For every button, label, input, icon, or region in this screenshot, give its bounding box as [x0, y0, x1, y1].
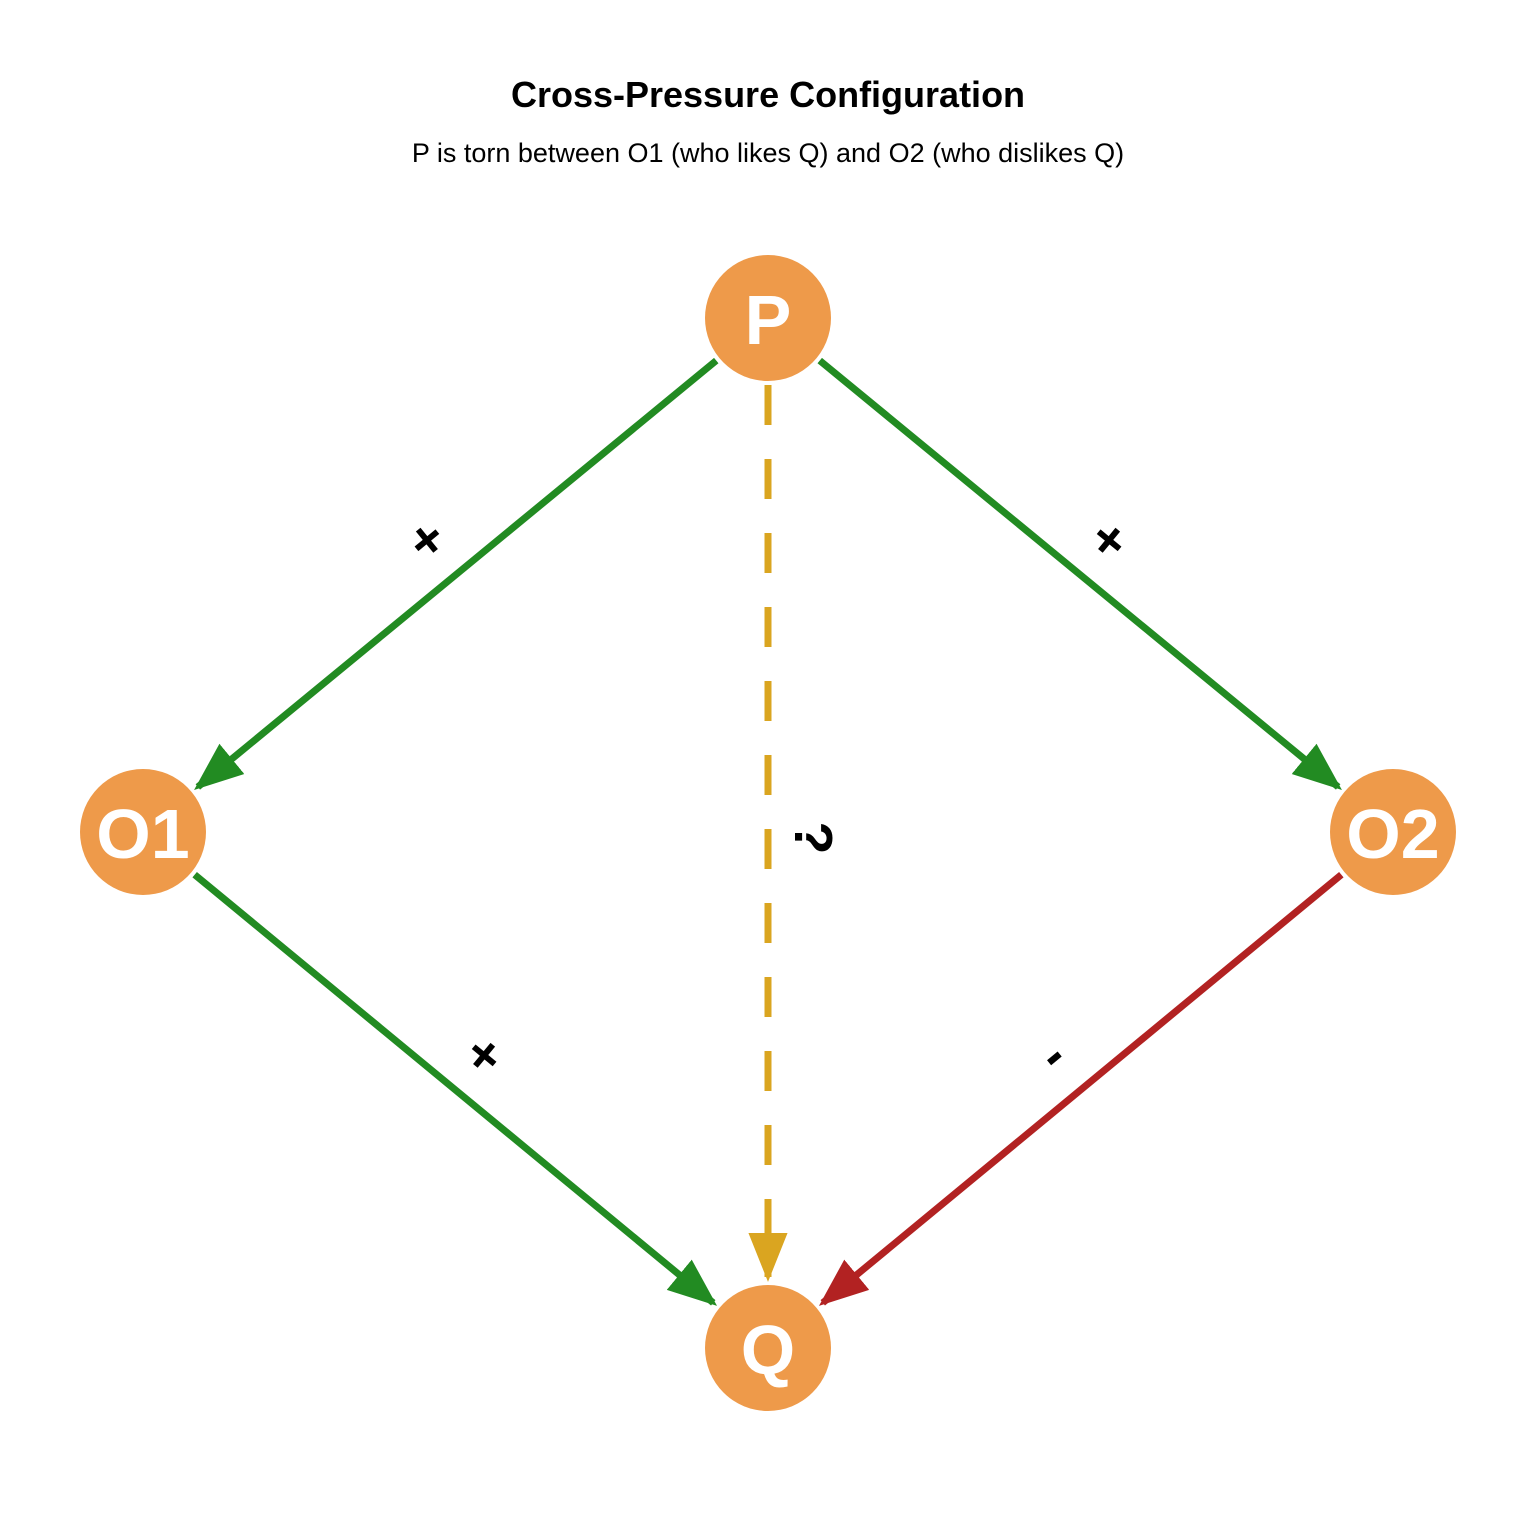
node-label: Q: [741, 1311, 795, 1389]
edge-label-P-O1: +: [396, 507, 458, 573]
edge-P-O2: [817, 357, 1342, 791]
node-circle: [80, 769, 206, 895]
node-Q: Q: [705, 1285, 831, 1411]
node-label: O2: [1346, 795, 1439, 873]
edge-label-P-O2: +: [1078, 507, 1140, 573]
edge-label-O1-Q: +: [453, 1022, 516, 1088]
node-circle: [705, 255, 831, 381]
edge-P-O1: [194, 357, 719, 791]
edge-O1-Q: [192, 871, 718, 1306]
edge-O2-Q: [818, 871, 1344, 1306]
edge-label-O2-Q: -: [1026, 1026, 1078, 1084]
node-O2: O2: [1330, 769, 1456, 895]
node-O1: O1: [80, 769, 206, 895]
node-circle: [705, 1285, 831, 1411]
node-circle: [1330, 769, 1456, 895]
node-label: O1: [96, 795, 189, 873]
edge-label-P-Q: ?: [783, 822, 843, 855]
diagram-subtitle: P is torn between O1 (who likes Q) and O…: [411, 138, 1125, 168]
node-label: P: [745, 281, 792, 359]
diagram-title: Cross-Pressure Configuration: [510, 74, 1026, 115]
node-P: P: [705, 255, 831, 381]
